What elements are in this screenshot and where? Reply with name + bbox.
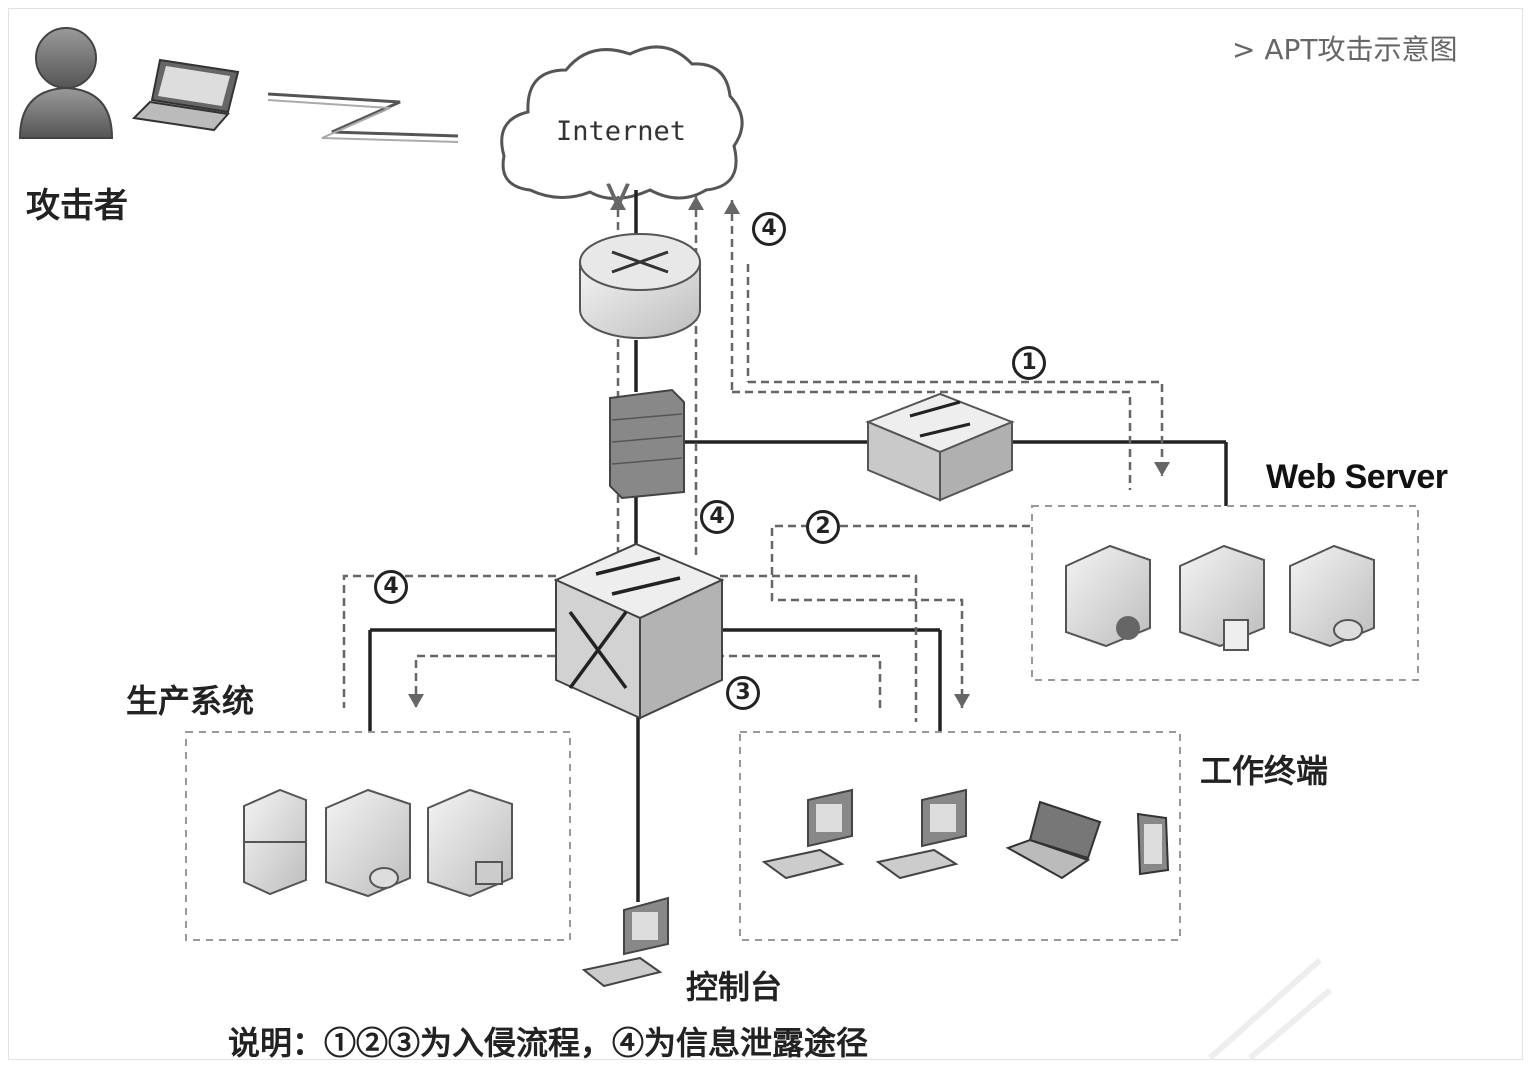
diagram-frame [8,8,1523,1060]
zone-boxes [185,505,1419,941]
web-server-label: Web Server [1266,458,1448,496]
desktop-icon [761,788,967,880]
diagram-title: > APT攻击示意图 [1232,33,1458,66]
attacker-label: 攻击者 [26,186,128,226]
internet-label: Internet [556,116,687,147]
step-4-marker: 4 [752,212,786,246]
network-lines [368,190,1228,902]
legend-note: 说明：①②③为入侵流程，④为信息泄露途径 [228,1024,869,1062]
laptop-icon [1005,800,1102,880]
step-4-marker: 4 [374,570,408,604]
step-2-marker: 2 [806,510,840,544]
arrow-heads [408,196,1170,708]
step-1-marker: 1 [1012,346,1046,380]
core-switch-icon [553,542,725,720]
step-4-marker: 4 [700,500,734,534]
router-icon [579,233,701,339]
laptop-icon [131,58,240,132]
production-system-label: 生产系统 [126,682,255,720]
watermark [1208,957,1332,1061]
tablet-icon [1136,812,1170,876]
step-3-marker: 3 [726,676,760,710]
server-icon [1065,544,1375,651]
server-icon [243,788,513,898]
switch-icon [865,392,1015,502]
workstation-label: 工作终端 [1200,752,1329,790]
firewall-icon [609,388,685,500]
desktop-icon [581,896,669,988]
user-icon [18,27,114,139]
wireless-link [267,92,459,138]
console-label: 控制台 [686,968,783,1006]
cloud-icon [500,45,744,201]
dashed-paths [342,196,1164,722]
